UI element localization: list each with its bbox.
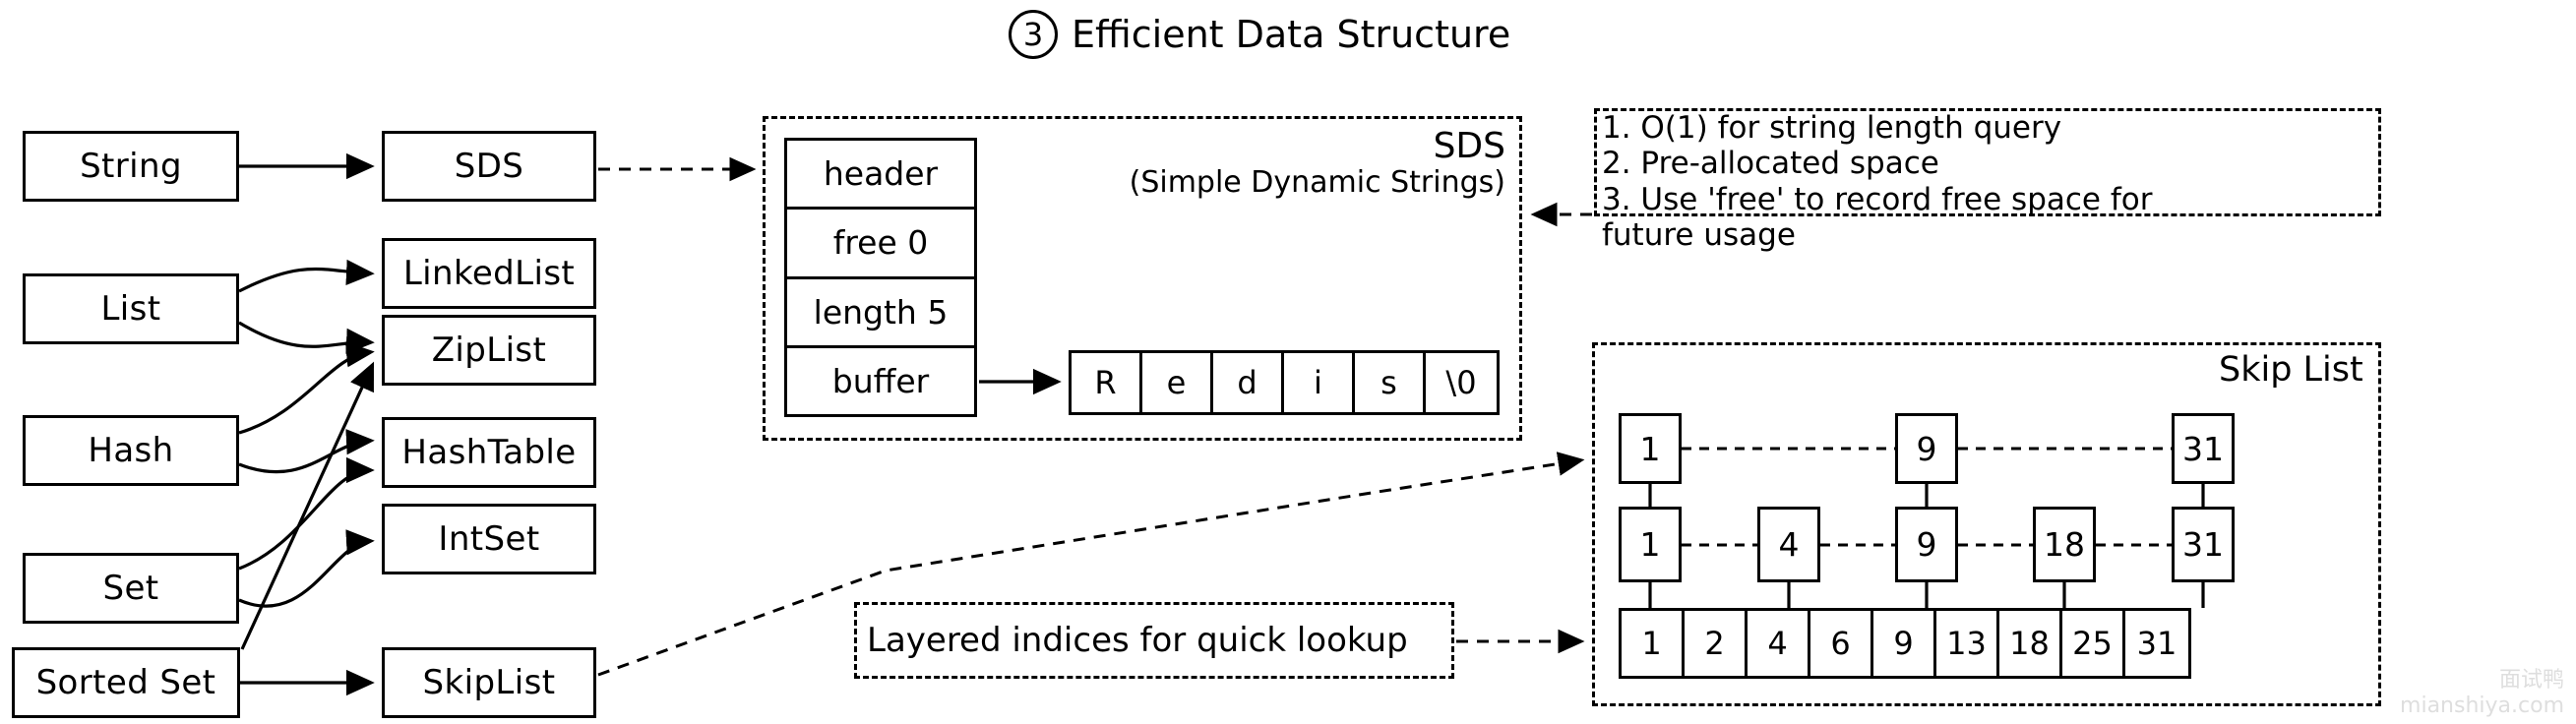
node-linkedlist[interactable]: LinkedList [382,238,596,309]
node-string[interactable]: String [23,131,239,202]
skip-bottom-cell: 9 [1873,611,1936,676]
note-item: 1. O(1) for string length query [1602,110,2062,146]
skip-bottom-cell: 1 [1622,611,1685,676]
note-item: future usage [1602,216,1796,253]
buffer-cell: e [1142,353,1213,412]
skip-bottom-cell: 2 [1685,611,1748,676]
skip-node-mid: 31 [2172,507,2235,582]
sds-panel-caption: SDS (Simple Dynamic Strings) [1129,126,1505,201]
sds-struct-table: header free 0 length 5 buffer [784,138,977,417]
note-item: 3. Use 'free' to record free space for [1602,181,2153,217]
sds-panel-subtitle: (Simple Dynamic Strings) [1129,165,1505,201]
node-set[interactable]: Set [23,553,239,624]
edge-list-linkedlist [238,259,375,293]
skip-node-mid: 9 [1895,507,1958,582]
watermark: 面试鸭 mianshiya.com [2400,668,2564,718]
skip-bottom-row: 1 2 4 6 9 13 18 25 31 [1619,608,2191,679]
skip-bottom-cell: 4 [1748,611,1810,676]
skip-bottom-cell: 6 [1810,611,1873,676]
sds-notes-panel [1594,108,2381,216]
node-skiplist[interactable]: SkipList [382,647,596,718]
node-hashtable[interactable]: HashTable [382,417,596,488]
buffer-cell: s [1355,353,1426,412]
skip-list-panel [1592,342,2381,706]
edge-sortedset-ziplist [240,361,374,650]
sds-row-length: length 5 [787,279,974,348]
sds-notes-list: 1. O(1) for string length query 2. Pre-a… [1602,110,2379,253]
sds-panel: SDS (Simple Dynamic Strings) [763,116,1522,441]
skip-node-top: 1 [1619,413,1682,484]
node-ziplist[interactable]: ZipList [382,315,596,386]
node-intset[interactable]: IntSet [382,504,596,574]
buffer-cell: i [1284,353,1355,412]
node-sorted-set[interactable]: Sorted Set [12,647,240,718]
skip-bottom-cell: 25 [2062,611,2125,676]
buffer-cell: R [1072,353,1142,412]
page-title-label: Efficient Data Structure [1072,13,1511,56]
sds-row-free: free 0 [787,210,974,279]
sds-row-buffer: buffer [831,361,930,400]
node-sds[interactable]: SDS [382,131,596,202]
watermark-en: mianshiya.com [2400,693,2564,718]
edge-set-hashtable [238,456,375,571]
edge-hash-hashtable [238,429,375,474]
node-list[interactable]: List [23,273,239,344]
note-item: 2. Pre-allocated space [1602,146,1939,182]
edge-list-ziplist [238,321,375,354]
edge-hash-ziplist [238,341,375,435]
skip-node-top: 9 [1895,413,1958,484]
skip-node-mid: 1 [1619,507,1682,582]
layered-indices-box: Layered indices for quick lookup [854,602,1454,679]
skip-bottom-cell: 31 [2136,625,2177,662]
title-number-badge: 3 [1009,10,1058,59]
skip-node-top: 31 [2172,413,2235,484]
buffer-cell: \0 [1445,364,1477,401]
node-hash[interactable]: Hash [23,415,239,486]
edge-set-intset [238,529,375,608]
buffer-cell: d [1213,353,1284,412]
skip-bottom-cell: 13 [1936,611,1999,676]
watermark-cn: 面试鸭 [2498,668,2564,694]
sds-buffer-cells: R e d i s \0 [1069,350,1500,415]
sds-row-header: header [787,141,974,211]
skip-node-mid: 4 [1757,507,1820,582]
skip-list-title: Skip List [2219,350,2363,390]
skip-bottom-cell: 18 [1999,611,2062,676]
skip-node-mid: 18 [2033,507,2096,582]
sds-panel-title: SDS [1433,126,1505,166]
page-title: 3 Efficient Data Structure [1009,10,1510,59]
